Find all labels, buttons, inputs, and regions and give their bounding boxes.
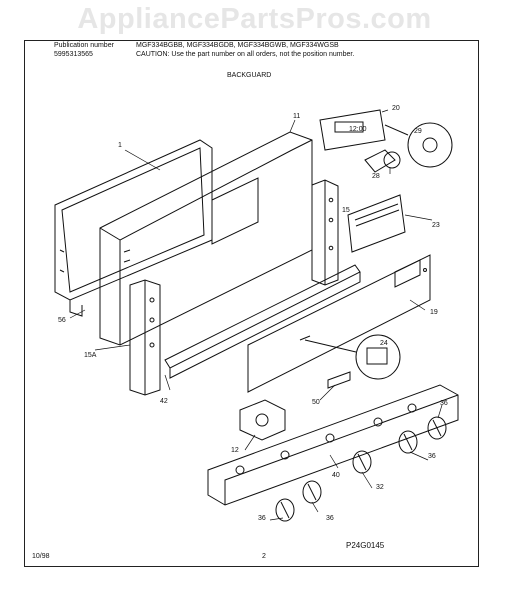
callout-12: 12: [231, 447, 239, 454]
trim-strip-part: [164, 264, 361, 379]
part-50: [327, 371, 351, 389]
callout-40: 40: [332, 472, 340, 479]
callout-36-c: 36: [258, 515, 266, 522]
callout-32: 32: [376, 484, 384, 491]
callout-42: 42: [160, 398, 168, 405]
callout-29: 29: [414, 128, 422, 135]
manifold-panel-part: [207, 384, 459, 506]
callout-23: 23: [432, 222, 440, 229]
callout-56: 56: [58, 317, 66, 324]
valve-part-12: [239, 399, 286, 441]
callout-24: 24: [380, 340, 388, 347]
switch-detail-24: [304, 334, 401, 380]
callout-50: 50: [312, 399, 320, 406]
control-panel-part: [247, 254, 431, 393]
callout-36-b: 36: [428, 453, 436, 460]
drawing-id: P24G0145: [346, 541, 385, 550]
caution-note: CAUTION: Use the part number on all orde…: [136, 51, 355, 58]
right-bracket-part: [311, 179, 339, 286]
publication-label: Publication number: [54, 42, 114, 49]
callout-20: 20: [392, 105, 400, 112]
display-overlay-part: [347, 194, 406, 253]
footer-page-number: 2: [262, 553, 266, 560]
knob-parts-36: [275, 416, 447, 522]
watermark: AppliancePartsPros.com: [77, 3, 432, 35]
section-title: BACKGUARD: [227, 72, 272, 79]
switch-part-28: [364, 149, 401, 173]
clock-panel-text: 12:00: [349, 126, 367, 133]
clock-bracket-part: [319, 109, 386, 151]
callout-36-d: 36: [326, 515, 334, 522]
callout-1: 1: [118, 142, 122, 149]
callout-36-a: 36: [440, 400, 448, 407]
left-bracket-part: [129, 279, 161, 396]
callout-11: 11: [293, 113, 300, 120]
rear-panel-part: [54, 139, 213, 317]
page-border: [24, 40, 479, 567]
model-list: MGF334BGBB, MGF334BGDB, MGF334BGWB, MGF3…: [136, 42, 339, 49]
backguard-frame-part: [99, 131, 313, 346]
knob-detail-29: [384, 122, 453, 168]
callout-15: 15: [342, 207, 350, 214]
footer-date: 10/98: [32, 553, 50, 560]
callout-19: 19: [430, 309, 438, 316]
callout-28: 28: [372, 173, 380, 180]
publication-number: 5995313565: [54, 51, 93, 58]
callout-15a: 15A: [84, 352, 97, 359]
callout-leaders: [69, 109, 443, 521]
